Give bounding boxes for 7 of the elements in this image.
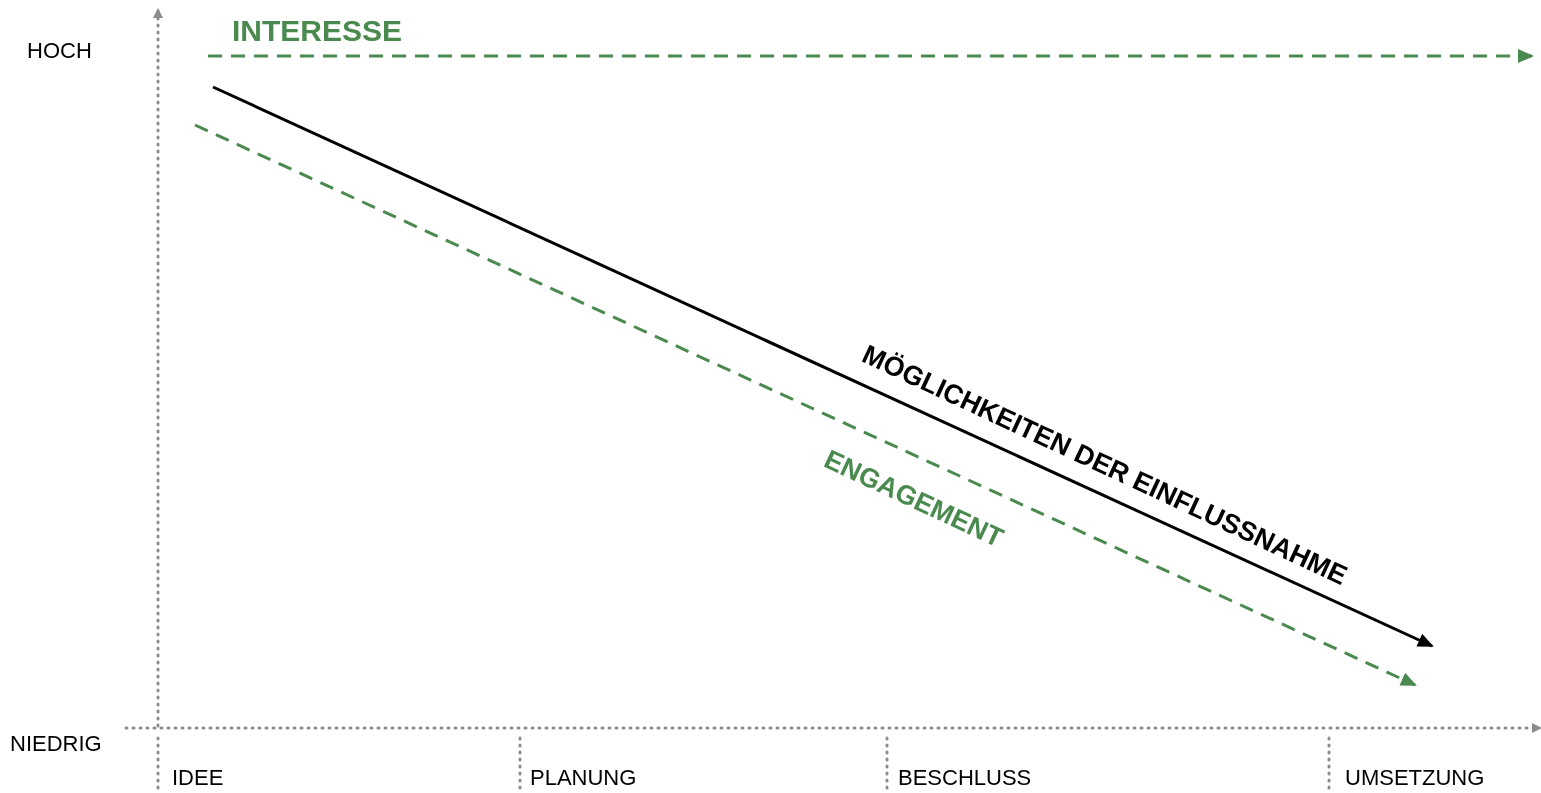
axis-label: HOCH	[27, 39, 92, 64]
phase-label: PLANUNG	[530, 766, 637, 791]
axis-label: NIEDRIG	[10, 732, 102, 757]
line-label: INTERESSE	[232, 14, 403, 47]
phase-label: UMSETZUNG	[1345, 766, 1485, 791]
phase-label: BESCHLUSS	[898, 766, 1032, 791]
phase-label: IDEE	[172, 766, 224, 791]
